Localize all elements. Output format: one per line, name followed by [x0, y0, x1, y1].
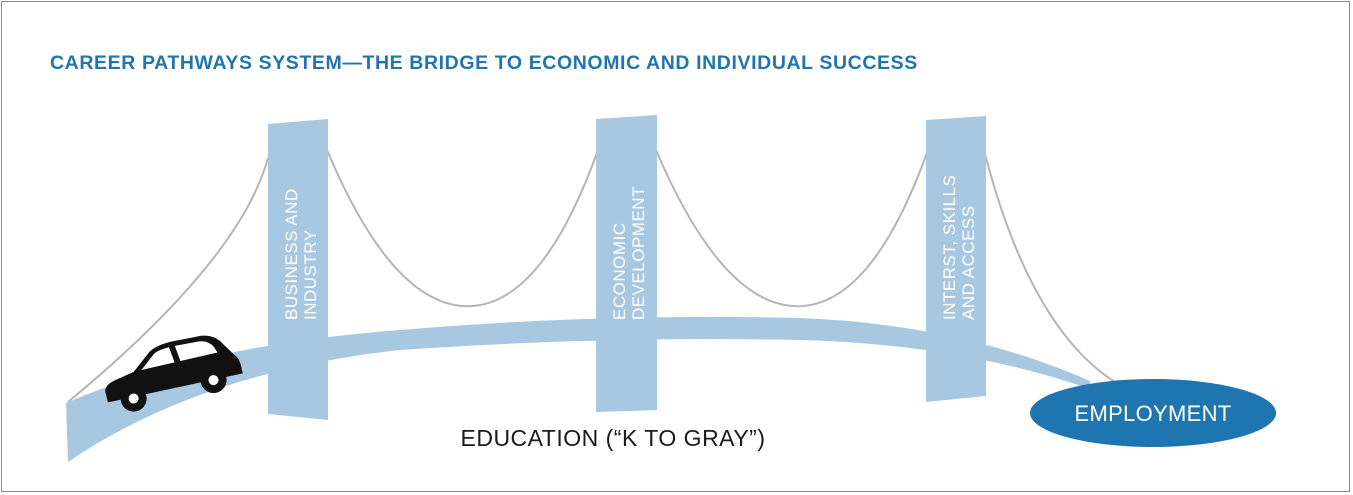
cable-right-span: [983, 149, 1119, 385]
tower-1-label-line2: INDUSTRY: [301, 229, 320, 320]
suspension-cables: [67, 149, 1119, 403]
cable-span-2: [655, 149, 929, 308]
tower-3: [926, 116, 986, 402]
tower-3-label-line1: INTERST, SKILLS: [940, 175, 959, 320]
tower-3-label: INTERST, SKILLS AND ACCESS: [940, 175, 978, 320]
towers: [268, 115, 986, 420]
tower-3-label-line2: AND ACCESS: [959, 205, 978, 320]
tower-1-label: BUSINESS AND INDUSTRY: [282, 188, 320, 320]
employment-ellipse: [1030, 379, 1276, 447]
tower-2: [596, 115, 657, 412]
diagram-title: CAREER PATHWAYS SYSTEM—THE BRIDGE TO ECO…: [50, 52, 918, 74]
road-label: EDUCATION (“K TO GRAY”): [461, 425, 766, 451]
employment-destination: EMPLOYMENT: [1030, 379, 1276, 447]
tower-2-label: ECONOMIC DEVELOPMENT: [610, 186, 648, 320]
tower-2-label-line1: ECONOMIC: [610, 223, 629, 321]
car-icon: [105, 335, 243, 412]
tower-1-label-line1: BUSINESS AND: [282, 188, 301, 320]
tower-1: [268, 119, 328, 420]
cable-left-span: [67, 157, 269, 403]
employment-label: EMPLOYMENT: [1074, 401, 1231, 426]
tower-2-label-line2: DEVELOPMENT: [629, 186, 648, 320]
cable-span-1: [326, 149, 599, 308]
